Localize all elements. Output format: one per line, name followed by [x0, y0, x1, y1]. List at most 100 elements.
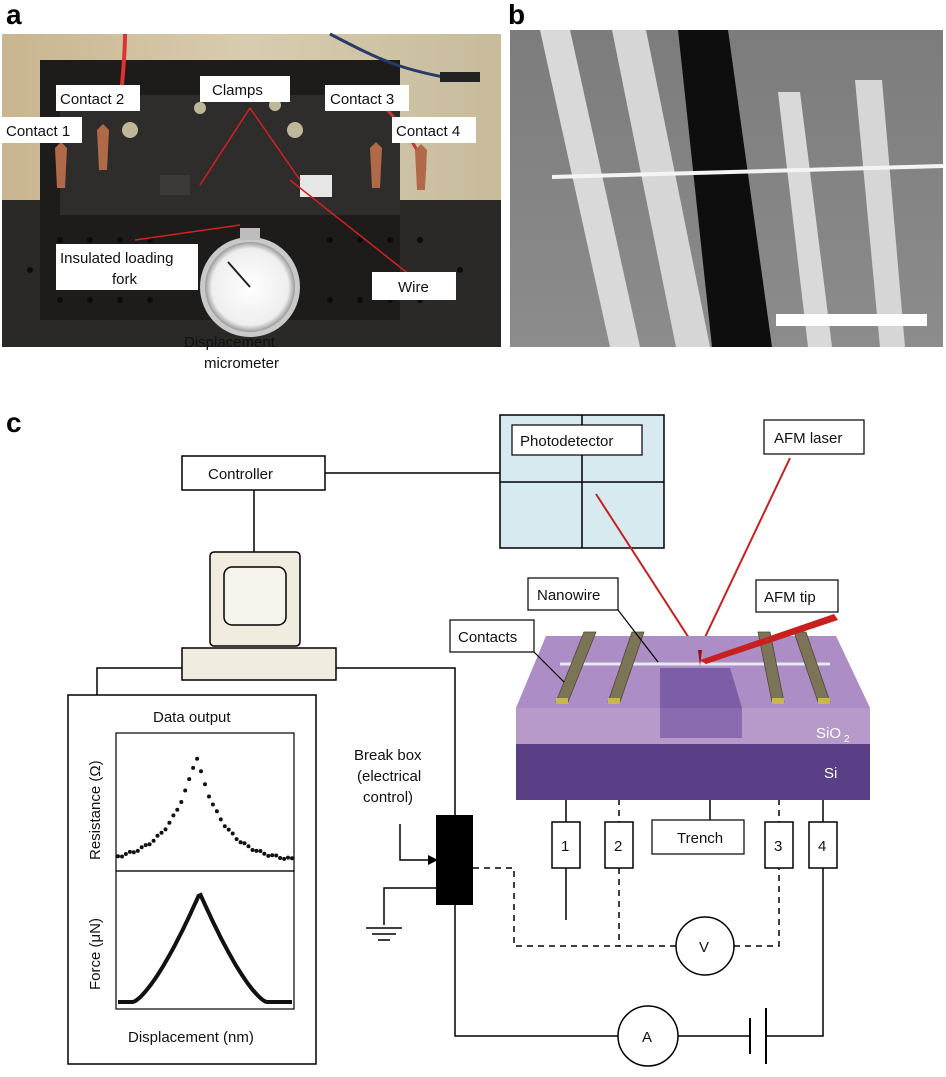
break-box: Break box (electrical control)	[354, 747, 473, 905]
resistance-point	[203, 782, 207, 787]
resistance-point	[127, 849, 132, 854]
voltmeter: V	[675, 916, 735, 976]
svg-text:Nanowire: Nanowire	[537, 587, 600, 604]
scale-bar	[776, 314, 927, 326]
ground-icon	[366, 927, 402, 941]
svg-text:SiO: SiO	[816, 725, 841, 742]
computer-icon	[181, 551, 337, 681]
label-wire: Wire	[372, 272, 456, 300]
contacts-label: Contacts	[449, 619, 565, 683]
svg-text:Controller: Controller	[208, 466, 273, 483]
svg-text:V: V	[699, 939, 709, 956]
resistance-point	[175, 807, 180, 812]
svg-text:2: 2	[844, 734, 850, 745]
label-insulated-loading-fork: Insulated loading fork	[56, 244, 198, 290]
resistance-point	[163, 827, 168, 832]
panel-letter-b: b	[508, 0, 525, 30]
resistance-point	[258, 849, 263, 853]
force-curve	[118, 892, 292, 1004]
resistance-point	[230, 831, 235, 836]
resistance-point	[155, 833, 160, 838]
resistance-point	[290, 856, 294, 861]
afm-image-b	[510, 30, 944, 347]
label-clamps: Clamps	[200, 76, 290, 102]
resistance-point	[250, 848, 255, 852]
battery-icon	[749, 1008, 767, 1064]
resistance-point	[262, 851, 267, 856]
resistance-point	[195, 756, 200, 761]
svg-text:Trench: Trench	[677, 830, 723, 847]
svg-text:Si: Si	[824, 765, 837, 782]
resistance-point	[159, 830, 164, 835]
resistance-point	[254, 848, 259, 853]
nanowire-label: Nanowire	[527, 577, 659, 663]
label-contact-3: Contact 3	[325, 85, 409, 111]
resistance-point	[151, 838, 156, 843]
trench-label: Trench	[651, 819, 745, 855]
resistance-point	[214, 809, 219, 814]
resistance-point	[242, 841, 247, 846]
svg-text:Displacement: Displacement	[184, 334, 276, 351]
resistance-point	[143, 843, 148, 848]
resistance-point	[274, 853, 279, 858]
svg-text:Clamps: Clamps	[212, 82, 263, 99]
resistance-point	[139, 845, 144, 850]
terminal-4: 4	[808, 821, 838, 869]
panel-letter-a: a	[6, 0, 22, 30]
afm-laser-label: AFM laser	[763, 419, 865, 455]
laser-beam	[595, 457, 791, 653]
resistance-point	[167, 820, 172, 825]
resistance-point	[238, 840, 243, 845]
resistance-point	[278, 856, 283, 860]
label-displacement-micrometer: Displacement micrometer	[184, 334, 279, 372]
svg-text:Insulated loading: Insulated loading	[60, 250, 173, 267]
terminal-2: 2	[604, 821, 634, 869]
label-contact-1: Contact 1	[2, 117, 82, 143]
resistance-point	[191, 765, 196, 770]
resistance-point	[266, 853, 271, 858]
terminal-3: 3	[764, 821, 794, 869]
resistance-point	[270, 853, 275, 858]
resistance-point	[171, 813, 176, 818]
svg-text:control): control)	[363, 789, 413, 806]
resistance-point	[187, 777, 192, 782]
controller-box: Controller	[181, 455, 326, 491]
svg-text:Resistance (Ω): Resistance (Ω)	[87, 760, 104, 860]
wiring	[96, 472, 824, 1037]
svg-text:Contact 2: Contact 2	[60, 91, 124, 108]
data-output-panel: Data output Resistance (Ω) Force (μN) Di…	[67, 694, 317, 1065]
resistance-point	[183, 788, 188, 793]
resistance-point	[179, 800, 184, 804]
resistance-point	[120, 854, 124, 859]
svg-text:4: 4	[818, 838, 826, 855]
resistance-point	[131, 850, 136, 855]
svg-text:Force (μN): Force (μN)	[87, 918, 104, 990]
svg-text:Contact 1: Contact 1	[6, 123, 70, 140]
data-curves	[116, 756, 294, 1004]
svg-text:(electrical: (electrical	[357, 768, 421, 785]
svg-text:fork: fork	[112, 271, 138, 288]
svg-text:Contact 3: Contact 3	[330, 91, 394, 108]
resistance-point	[282, 856, 287, 861]
resistance-point	[116, 854, 120, 859]
resistance-point	[286, 855, 290, 860]
ammeter: A	[617, 1005, 679, 1067]
svg-text:2: 2	[614, 838, 622, 855]
resistance-point	[199, 769, 203, 774]
svg-text:Data output: Data output	[153, 709, 231, 726]
svg-text:micrometer: micrometer	[204, 355, 279, 372]
resistance-point	[147, 842, 152, 847]
svg-text:1: 1	[561, 838, 569, 855]
resistance-point	[226, 827, 231, 832]
svg-text:Break box: Break box	[354, 747, 422, 764]
svg-text:Photodetector: Photodetector	[520, 433, 613, 450]
resistance-point	[207, 794, 211, 799]
svg-text:3: 3	[774, 838, 782, 855]
break-box-input-arrowhead	[428, 855, 438, 865]
resistance-point	[218, 817, 223, 822]
svg-text:Contacts: Contacts	[458, 629, 517, 646]
afm-tip-label: AFM tip	[755, 579, 839, 613]
svg-text:Contact 4: Contact 4	[396, 123, 460, 140]
clamp-pointer-lines	[134, 107, 411, 276]
